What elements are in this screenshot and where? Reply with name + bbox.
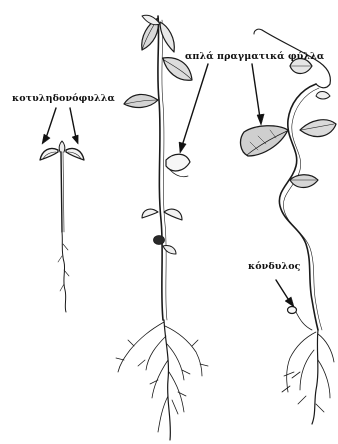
leaves-arrow-right: [252, 64, 260, 118]
cotyledon-arrow-left: [46, 108, 56, 138]
label-true-leaves: απλά πραγματικά φύλλα: [185, 52, 324, 62]
seedling-middle: [116, 15, 208, 440]
middle-dark-node: [154, 236, 165, 245]
node-arrow: [276, 280, 290, 302]
mature-right-leaf: [300, 120, 336, 137]
seedling-young-stem: [61, 152, 62, 232]
seedling-middle-roots: [116, 320, 208, 440]
cotyledon-arrow-right: [70, 108, 76, 138]
cotyledon-left: [40, 148, 58, 160]
label-cotyledons: κοτυληδονόφυλλα: [12, 94, 115, 104]
cotyledon-right: [66, 148, 84, 160]
middle-small-leaf: [166, 154, 190, 171]
seedling-mature: [241, 29, 336, 424]
label-node: κόνδυλος: [248, 262, 301, 272]
seedling-mature-roots: [282, 312, 334, 424]
mature-node: [288, 307, 297, 314]
mature-small-leaf: [290, 175, 318, 188]
seedling-young: [40, 141, 84, 312]
mature-true-leaf: [241, 126, 288, 156]
